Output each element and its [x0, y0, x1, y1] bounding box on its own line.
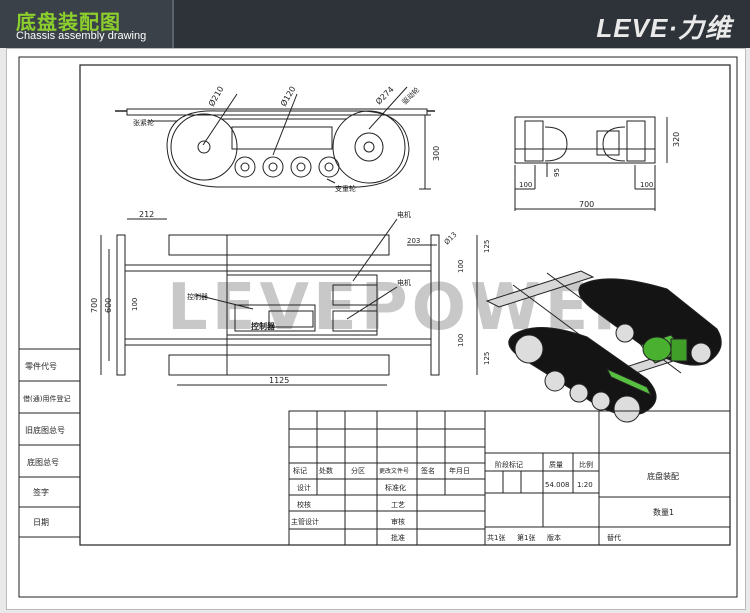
tb-role: 校核	[297, 500, 311, 509]
front-view	[514, 116, 668, 211]
left-table-cell: 日期	[33, 518, 49, 527]
label-drive-wheel: 驱动轮	[400, 85, 421, 106]
dim-front-1: 320	[672, 132, 681, 147]
left-side-table	[18, 348, 81, 538]
label-controller-2: 控制器	[251, 321, 276, 331]
dim-front-4: 100	[640, 181, 653, 189]
brand-logo: LEVE·力维	[596, 13, 732, 43]
label-tension-wheel: 张紧轮	[133, 118, 154, 127]
dim-side-1: Ø210	[206, 84, 225, 108]
dim-front-3: 100	[519, 181, 532, 189]
dim-top-9: 100	[457, 334, 465, 347]
dim-top-7: 600	[104, 298, 113, 313]
drawing-canvas: LEVEPOWER Ø210 Ø120 Ø274 300 张紧轮 驱动轮 支重轮	[18, 56, 738, 598]
tb-scale-label: 比例	[579, 460, 593, 469]
label-controller-1: 控制器	[187, 292, 208, 301]
tb-stage-label: 阶段标记	[495, 460, 523, 469]
dim-top-11: 1125	[269, 376, 289, 385]
title-block	[288, 410, 731, 546]
tb-version: 版本	[547, 533, 561, 542]
dim-top-4: 125	[483, 240, 491, 253]
left-table-cell: 底图总号	[27, 457, 59, 467]
dim-front-5: 700	[579, 200, 594, 209]
dim-side-2: Ø120	[278, 84, 297, 108]
tb-header-cell: 标记	[293, 466, 307, 475]
left-table-cell: 旧底图总号	[25, 425, 65, 435]
tb-sheets-total: 共1张	[487, 533, 505, 542]
tb-header-cell: 签名	[421, 466, 435, 475]
dim-side-4: 300	[432, 146, 441, 161]
tb-header-cell: 更改文件号	[379, 467, 409, 475]
tb-replace: 替代	[607, 533, 621, 542]
tb-sheet-no: 第1张	[517, 533, 535, 542]
left-table-cell: 借(通)用件登记	[23, 394, 70, 403]
tb-scale-value: 1:20	[577, 481, 593, 489]
tb-drawing-name: 底盘装配	[647, 471, 679, 481]
tb-approval: 标准化	[385, 483, 406, 492]
tb-header-cell: 处数	[319, 466, 333, 475]
label-support-wheel: 支重轮	[335, 184, 356, 193]
header-bar: 底盘装配图 Chassis assembly drawing LEVE·力维	[0, 0, 750, 48]
dim-top-3: Ø13	[443, 231, 459, 247]
tb-role: 主管设计	[291, 517, 319, 526]
top-view	[100, 218, 478, 386]
tb-header-cell: 年月日	[449, 466, 470, 475]
dim-top-6: 700	[90, 298, 99, 313]
tb-role: 设计	[297, 483, 311, 492]
dim-top-10: 125	[483, 352, 491, 365]
dim-top-2: 203	[407, 237, 420, 245]
dim-front-2: 95	[553, 168, 561, 177]
tension-wheel	[170, 113, 238, 181]
outer-frame	[18, 56, 738, 598]
tb-header-cell: 分区	[351, 466, 365, 475]
side-view	[115, 86, 435, 190]
left-table-cell: 签字	[33, 487, 49, 497]
title-box: 底盘装配图 Chassis assembly drawing	[0, 0, 174, 48]
drive-wheel	[332, 110, 406, 184]
dim-top-5: 100	[457, 260, 465, 273]
left-table-cell: 零件代号	[25, 361, 57, 371]
tb-approval: 工艺	[391, 501, 405, 509]
dim-top-8: 100	[131, 298, 139, 311]
tb-approval: 审核	[391, 517, 405, 526]
label-motor-1: 电机	[397, 210, 411, 219]
tb-approval: 批准	[391, 533, 405, 542]
page-subtitle: Chassis assembly drawing	[16, 30, 147, 42]
label-motor-2: 电机	[397, 278, 411, 287]
drawing-sheet: LEVEPOWER Ø210 Ø120 Ø274 300 张紧轮 驱动轮 支重轮	[6, 48, 746, 610]
dim-top-1: 212	[139, 210, 154, 219]
page-title: 底盘装配图	[16, 10, 121, 34]
tb-quantity: 数量1	[653, 507, 674, 517]
isometric-view	[485, 270, 722, 423]
tb-weight-label: 质量	[549, 460, 563, 469]
tb-weight-value: 54.008	[545, 481, 570, 489]
